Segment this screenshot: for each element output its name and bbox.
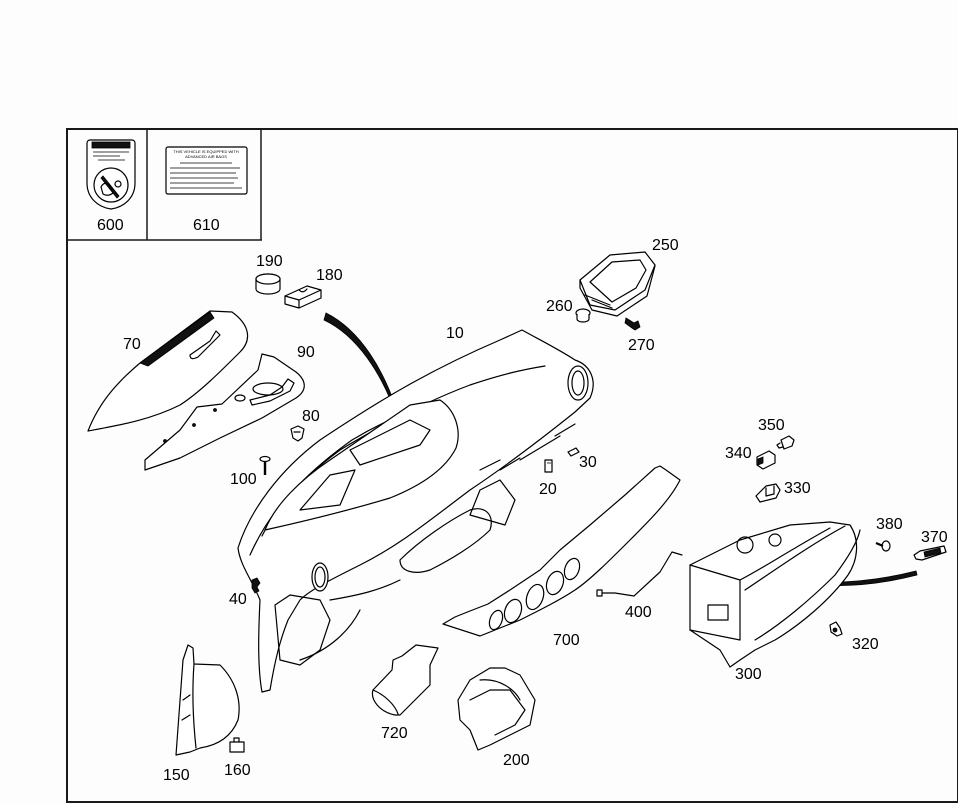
part-340-lamp-socket[interactable] <box>756 450 776 470</box>
part-90-insulation-panel[interactable] <box>144 353 305 471</box>
label-part-80[interactable]: 80 <box>302 408 320 425</box>
label-part-40[interactable]: 40 <box>229 591 247 608</box>
part-350-bulb[interactable] <box>776 435 795 450</box>
label-part-150[interactable]: 150 <box>163 767 190 784</box>
part-20-clip[interactable] <box>544 459 553 473</box>
label-part-30[interactable]: 30 <box>579 454 597 471</box>
part-320-nut[interactable] <box>829 621 843 637</box>
part-40-clip[interactable] <box>251 577 261 594</box>
label-part-250[interactable]: 250 <box>652 237 679 254</box>
label-part-160[interactable]: 160 <box>224 762 251 779</box>
part-150-side-trim[interactable] <box>175 644 240 756</box>
part-30-clip[interactable] <box>567 447 580 457</box>
label-part-70[interactable]: 70 <box>123 336 141 353</box>
air-bag-info-label-icon: THIS VEHICLE IS EQUIPPED WITH ADVANCED A… <box>165 146 248 195</box>
part-160-clip[interactable] <box>229 737 245 753</box>
label-part-370[interactable]: 370 <box>921 529 948 546</box>
label-part-400[interactable]: 400 <box>625 604 652 621</box>
part-330-lamp-housing[interactable] <box>755 483 781 503</box>
label-part-600[interactable]: 600 <box>97 217 124 234</box>
label-part-340[interactable]: 340 <box>725 445 752 462</box>
label-part-320[interactable]: 320 <box>852 636 879 653</box>
child-seat-warning-label-icon <box>86 139 136 210</box>
label-part-330[interactable]: 330 <box>784 480 811 497</box>
label-part-720[interactable]: 720 <box>381 725 408 742</box>
part-100-screw[interactable] <box>259 455 271 476</box>
label-part-20[interactable]: 20 <box>539 481 557 498</box>
label-part-260[interactable]: 260 <box>546 298 573 315</box>
header-box-dividers <box>67 129 262 241</box>
part-10-instrument-panel[interactable] <box>237 329 594 693</box>
label-part-270[interactable]: 270 <box>628 337 655 354</box>
part-300-glove-box[interactable] <box>689 521 861 668</box>
part-380-screw[interactable] <box>875 540 891 552</box>
part-200-knee-bolster[interactable] <box>457 667 536 751</box>
part-190-damper[interactable] <box>255 273 281 295</box>
part-370-switch[interactable] <box>913 545 947 561</box>
label-part-180[interactable]: 180 <box>316 267 343 284</box>
part-720-cover[interactable] <box>371 644 439 716</box>
label-part-350[interactable]: 350 <box>758 417 785 434</box>
part-700-lower-trim-panel[interactable] <box>442 465 681 637</box>
label-part-380[interactable]: 380 <box>876 516 903 533</box>
part-70-trim-cover[interactable] <box>87 310 249 432</box>
label-part-90[interactable]: 90 <box>297 344 315 361</box>
label-part-10[interactable]: 10 <box>446 325 464 342</box>
label-part-200[interactable]: 200 <box>503 752 530 769</box>
part-80-clip[interactable] <box>290 425 305 442</box>
part-260-grommet[interactable] <box>575 308 591 323</box>
part-250-passenger-air-bag[interactable] <box>579 251 656 317</box>
part-270-bolt[interactable] <box>624 317 641 331</box>
label-part-610[interactable]: 610 <box>193 217 220 234</box>
label-part-700[interactable]: 700 <box>553 632 580 649</box>
part-180-pad[interactable] <box>284 285 322 309</box>
label-part-190[interactable]: 190 <box>256 253 283 270</box>
label-part-300[interactable]: 300 <box>735 666 762 683</box>
label-part-100[interactable]: 100 <box>230 471 257 488</box>
svg-text:ADVANCED AIR BAGS: ADVANCED AIR BAGS <box>185 154 227 159</box>
part-400-hose[interactable] <box>596 551 683 597</box>
svg-text:THIS VEHICLE IS EQUIPPED WITH: THIS VEHICLE IS EQUIPPED WITH <box>173 149 238 154</box>
